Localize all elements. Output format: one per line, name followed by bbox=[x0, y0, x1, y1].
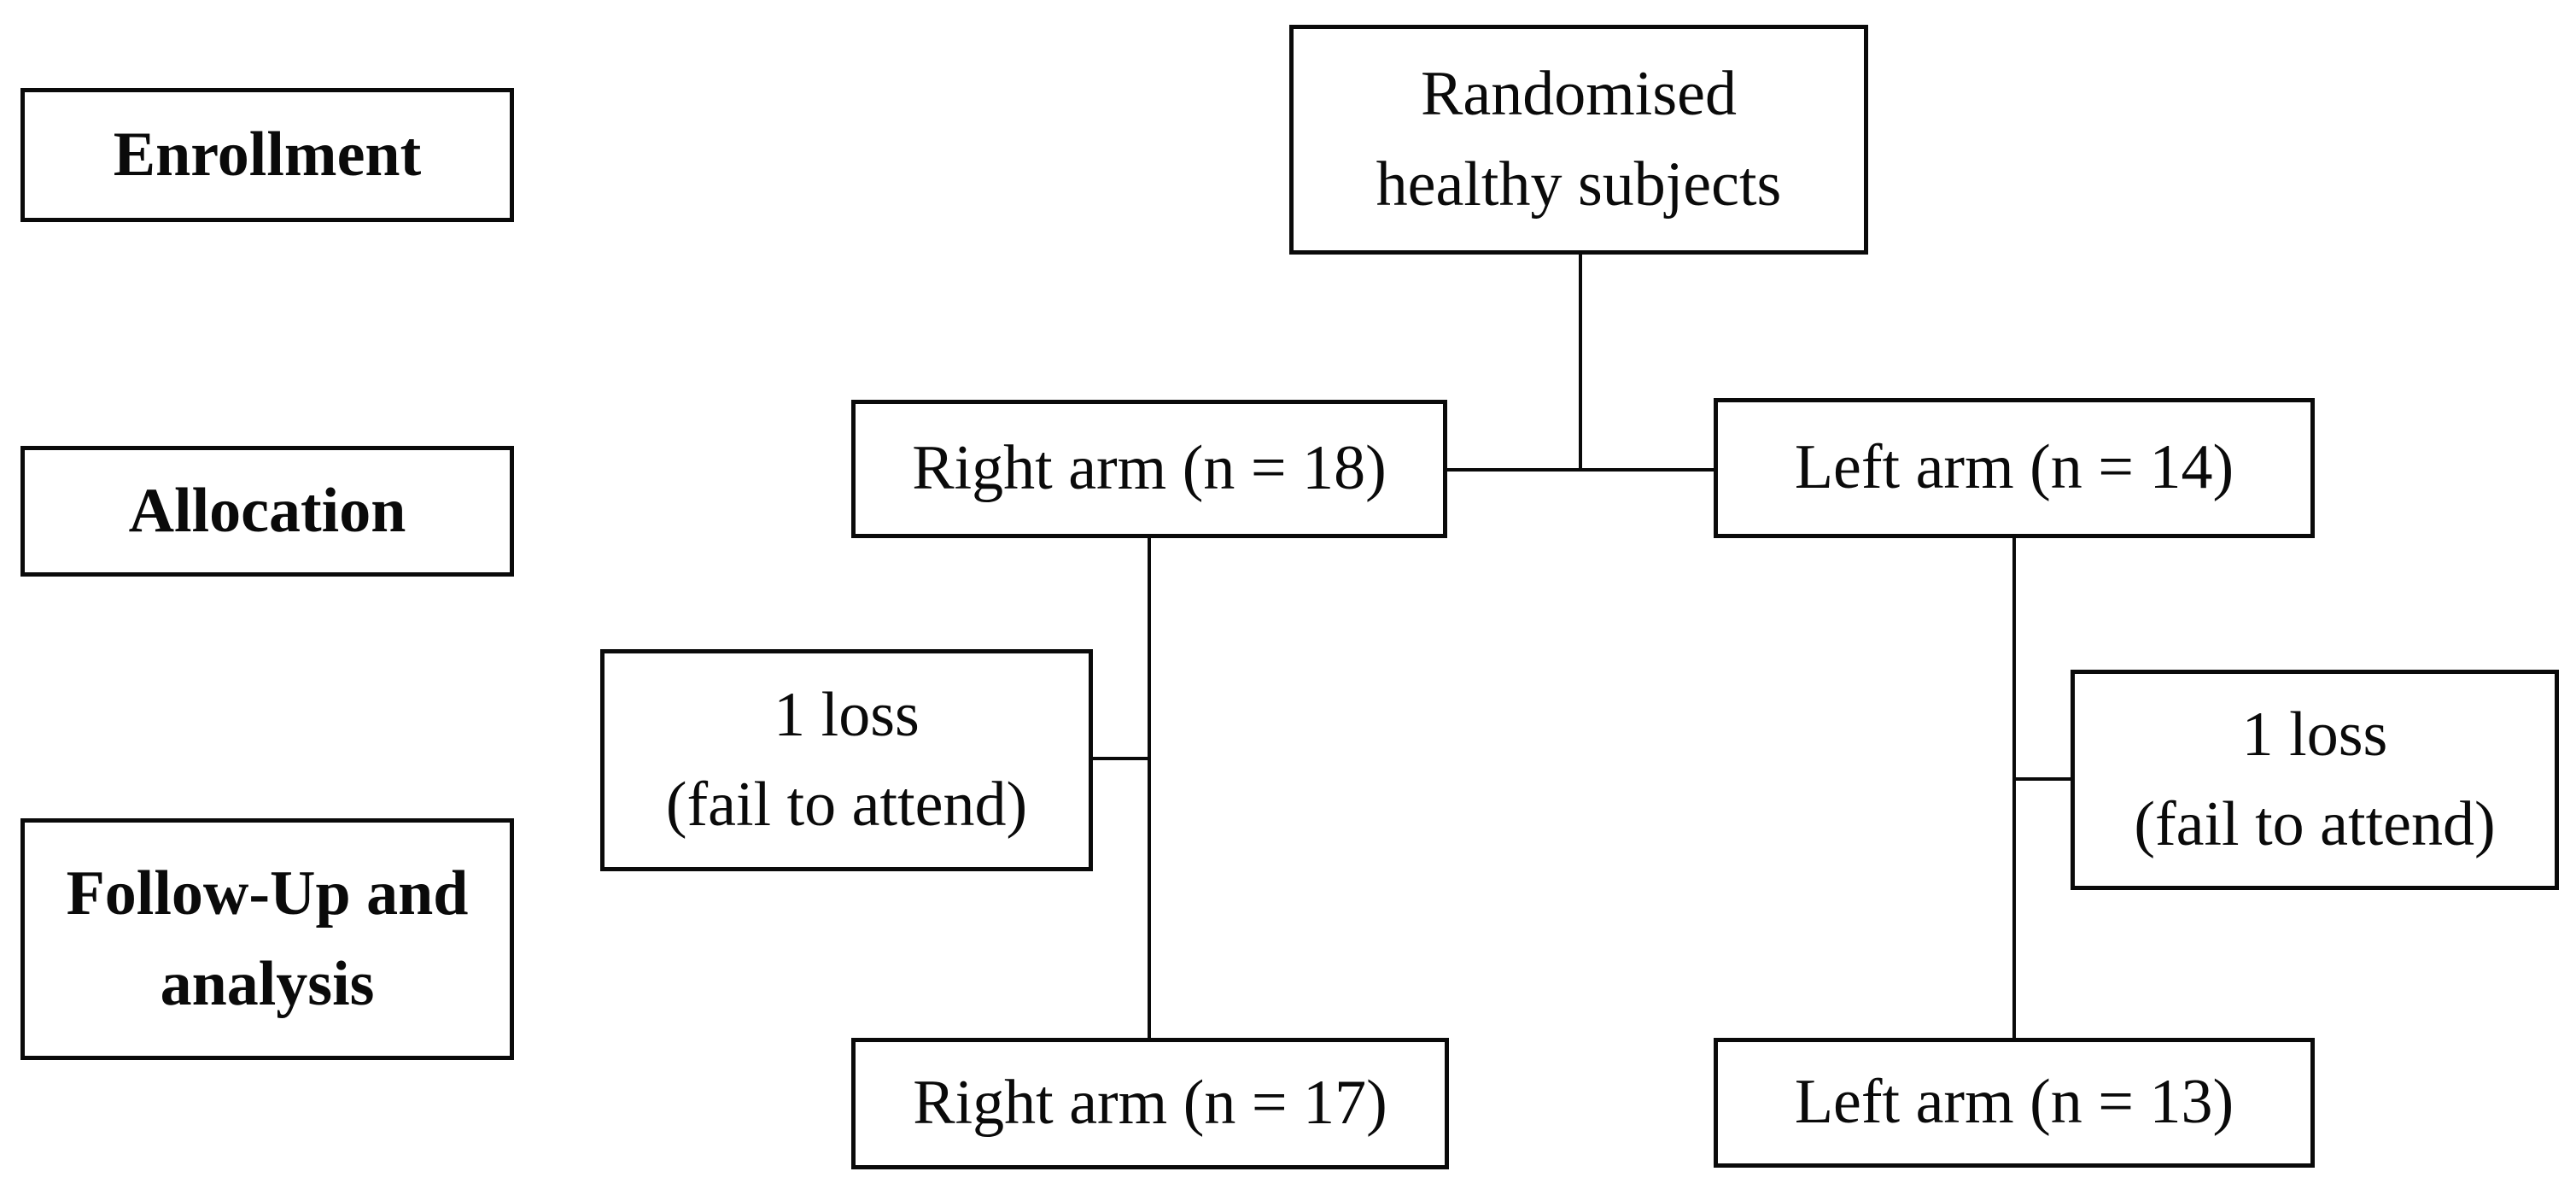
right-arm-final-box: Right arm (n = 17) bbox=[851, 1038, 1449, 1169]
left-arm-allocation-box: Left arm (n = 14) bbox=[1714, 398, 2315, 538]
stage-label-enrollment-text: Enrollment bbox=[113, 119, 422, 190]
connector-arms-horizontal-line bbox=[1447, 468, 1714, 472]
stage-label-followup-analysis-text: Follow-Up and analysis bbox=[66, 858, 469, 1019]
right-arm-allocation-box: Right arm (n = 18) bbox=[851, 400, 1447, 538]
stage-label-enrollment: Enrollment bbox=[20, 88, 514, 222]
left-arm-final-box: Left arm (n = 13) bbox=[1714, 1038, 2315, 1168]
right-arm-final-text: Right arm (n = 17) bbox=[913, 1068, 1387, 1139]
right-arm-loss-text: 1 loss (fail to attend) bbox=[665, 679, 1028, 840]
randomised-subjects-text: Randomised healthy subjects bbox=[1376, 59, 1782, 220]
stage-label-followup-analysis: Follow-Up and analysis bbox=[20, 818, 514, 1060]
left-arm-final-text: Left arm (n = 13) bbox=[1794, 1067, 2234, 1138]
connector-randomised-down-line bbox=[1579, 255, 1582, 472]
stage-label-allocation-text: Allocation bbox=[128, 475, 406, 546]
left-arm-loss-box: 1 loss (fail to attend) bbox=[2071, 670, 2559, 890]
connector-right-arm-vertical-line bbox=[1148, 538, 1151, 1038]
left-arm-loss-text: 1 loss (fail to attend) bbox=[2134, 699, 2496, 859]
randomised-subjects-box: Randomised healthy subjects bbox=[1289, 25, 1868, 255]
right-arm-allocation-text: Right arm (n = 18) bbox=[912, 433, 1387, 504]
left-arm-allocation-text: Left arm (n = 14) bbox=[1794, 432, 2234, 503]
connector-left-arm-vertical-line bbox=[2012, 538, 2016, 1038]
right-arm-loss-box: 1 loss (fail to attend) bbox=[600, 649, 1093, 871]
stage-label-allocation: Allocation bbox=[20, 446, 514, 577]
connector-right-loss-horizontal-line bbox=[1091, 757, 1151, 760]
connector-left-loss-horizontal-line bbox=[2014, 777, 2072, 781]
